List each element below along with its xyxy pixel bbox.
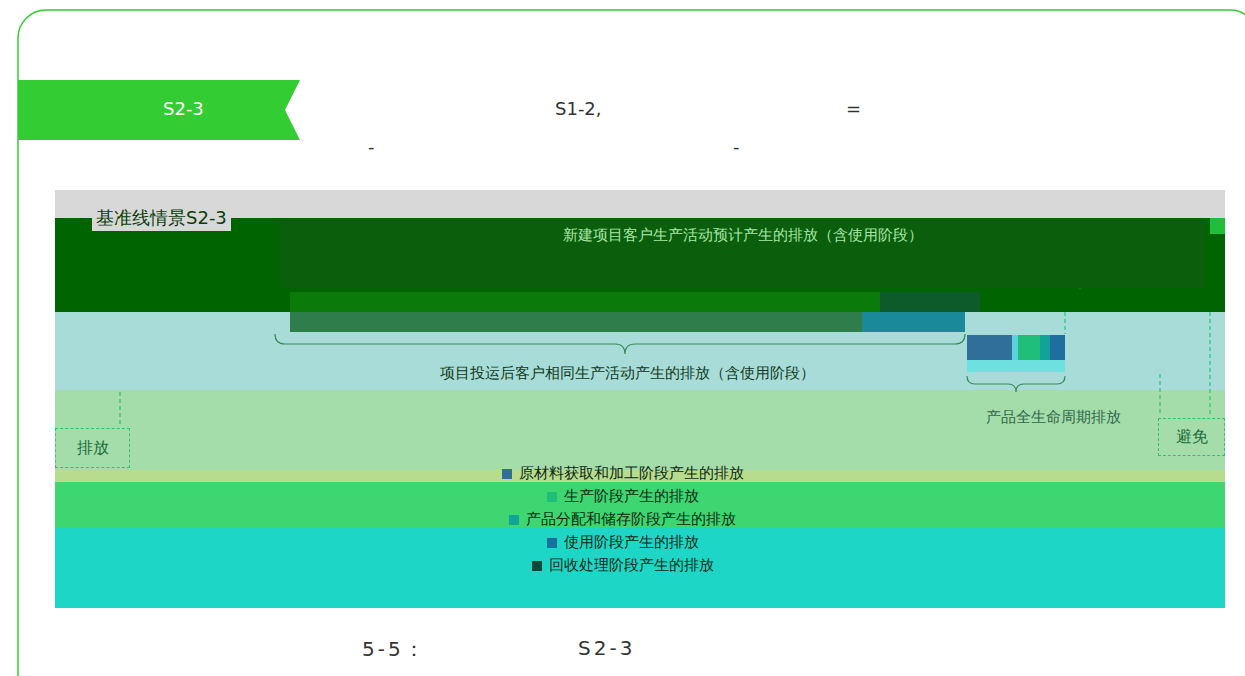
legend-swatch xyxy=(502,469,512,479)
bar-segment xyxy=(1018,335,1040,360)
dashed-box: 避免 xyxy=(1158,418,1225,456)
band xyxy=(55,390,1225,470)
bar-segment xyxy=(862,312,965,332)
node-text: 避免 xyxy=(1176,427,1208,448)
guide-line xyxy=(1209,312,1210,416)
bar-segment xyxy=(290,312,862,332)
brace xyxy=(967,376,1065,392)
bar-segment xyxy=(967,360,1065,372)
emission-bar: 新建项目客户生产活动预计产生的排放（含使用阶段） xyxy=(280,222,1205,288)
bar xyxy=(880,292,980,312)
caption: 5-5： xyxy=(362,636,427,663)
legend-swatch xyxy=(547,492,557,502)
legend-row: 原材料获取和加工阶段产生的排放 xyxy=(0,462,1245,485)
guide-line xyxy=(1159,374,1160,416)
legend-text: 回收处理阶段产生的排放 xyxy=(549,556,714,575)
brace-label: 项目投运后客户相同生产活动产生的排放（含使用阶段） xyxy=(437,364,818,383)
band xyxy=(55,528,1225,608)
band xyxy=(55,482,1225,528)
bar-segment xyxy=(1050,335,1065,360)
diagram-title: 基准线情景S2-3 xyxy=(92,205,231,231)
bar-segment xyxy=(967,335,1012,360)
legend-row: 使用阶段产生的排放 xyxy=(0,531,1245,554)
legend-text: 产品分配和储存阶段产生的排放 xyxy=(526,510,736,529)
legend-swatch xyxy=(532,561,542,571)
guide-line xyxy=(1064,312,1065,334)
header-text: - xyxy=(368,136,375,157)
node-text: 排放 xyxy=(77,438,109,459)
legend-swatch xyxy=(547,538,557,548)
band xyxy=(55,218,1225,312)
dashed-box: 排放 xyxy=(55,428,130,468)
legend-swatch xyxy=(509,515,519,525)
brace xyxy=(275,334,965,354)
banner-text: S2-3 xyxy=(163,98,204,119)
legend: 原材料获取和加工阶段产生的排放生产阶段产生的排放产品分配和储存阶段产生的排放使用… xyxy=(0,462,1245,577)
header-text: - xyxy=(733,136,740,157)
band xyxy=(55,312,1225,392)
legend-text: 生产阶段产生的排放 xyxy=(564,487,699,506)
guide-line xyxy=(119,392,120,426)
bar xyxy=(290,292,880,312)
header-text: = xyxy=(846,98,861,119)
legend-row: 生产阶段产生的排放 xyxy=(0,485,1245,508)
legend-text: 原材料获取和加工阶段产生的排放 xyxy=(519,464,744,483)
band xyxy=(1210,218,1225,234)
caption-text: S2-3 xyxy=(578,636,635,660)
frame xyxy=(18,10,1245,676)
legend-row: 产品分配和储存阶段产生的排放 xyxy=(0,508,1245,531)
bar-segment xyxy=(1040,335,1050,360)
legend-text: 使用阶段产生的排放 xyxy=(564,533,699,552)
brace-label: 产品全生命周期排放 xyxy=(986,408,1121,427)
banner-ribbon xyxy=(18,80,300,140)
node-text: 新建项目客户生产活动预计产生的排放（含使用阶段） xyxy=(563,226,923,245)
bar-segment xyxy=(1012,335,1018,360)
legend-row: 回收处理阶段产生的排放 xyxy=(0,554,1245,577)
header-text: S1-2, xyxy=(555,98,602,119)
